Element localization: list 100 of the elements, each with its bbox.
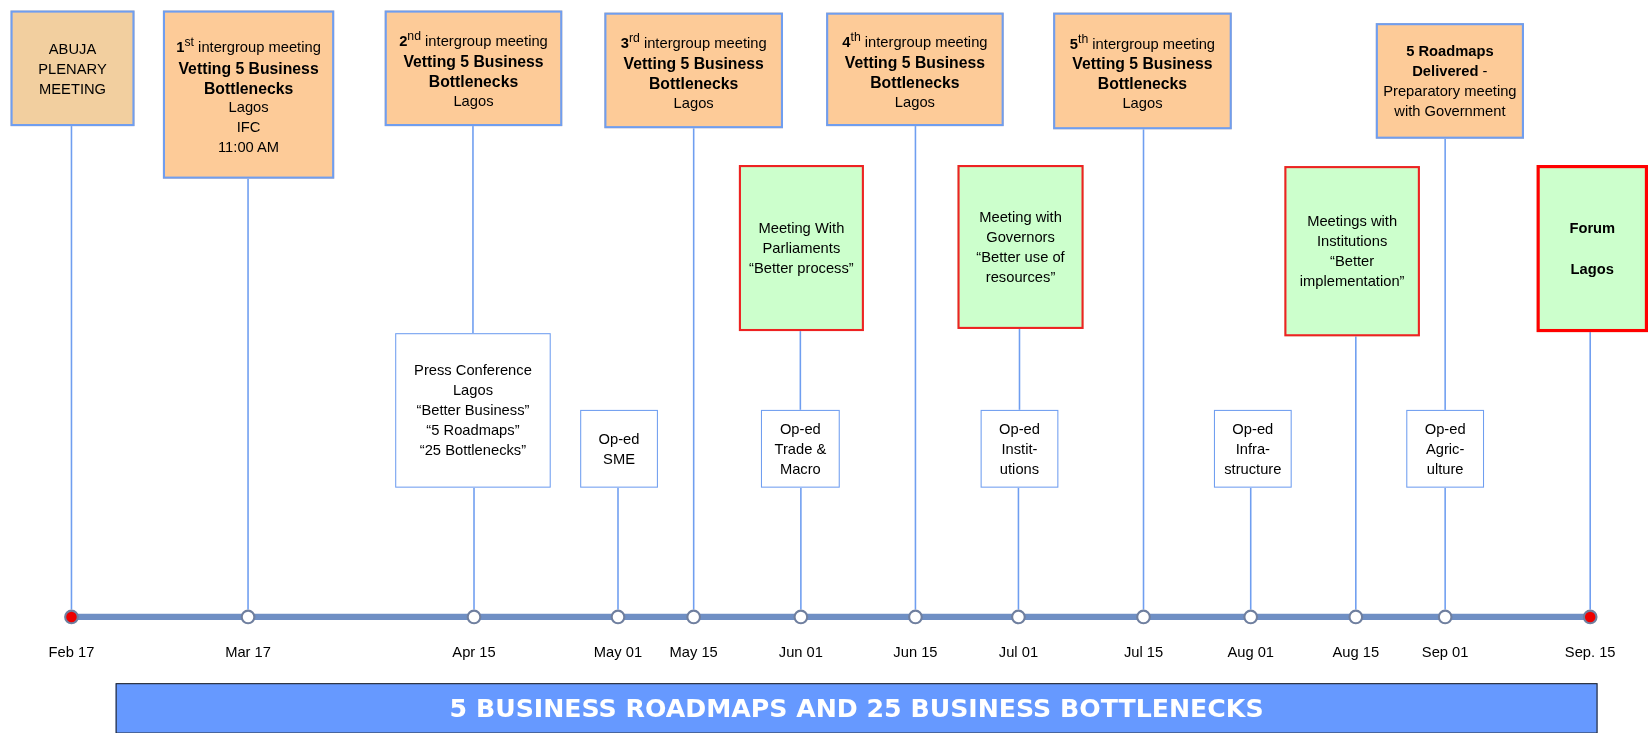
box-heading: 3$^{rd}$ intergroup meeting	[620, 29, 767, 54]
timeline-marker	[793, 609, 809, 625]
title-banner	[115, 683, 1598, 733]
timeline-marker	[1437, 609, 1453, 625]
box-heading: Meetings with Institutions	[1306, 211, 1399, 252]
connector-line	[1017, 486, 1020, 611]
box-text: Lagos	[673, 93, 714, 114]
date-label: May 15	[669, 643, 718, 661]
box-text: 11:00 AM	[218, 137, 280, 158]
box-text: IFC	[236, 117, 261, 138]
connector-line	[1355, 335, 1357, 611]
box-text: Lagos	[228, 97, 269, 118]
date-label: Sep. 15	[1564, 643, 1616, 661]
box-text: Vetting 5 Business Bottlenecks	[843, 52, 986, 93]
box-text: ABUJA PLENARY MEETING	[37, 38, 108, 99]
connector-line	[70, 125, 73, 611]
meeting-box	[1284, 166, 1420, 337]
connector-line	[692, 127, 695, 611]
event-box	[826, 12, 1004, 127]
box-text: Trade & Macro	[773, 438, 828, 479]
box-heading: 4$^{th}$ intergroup meeting	[842, 28, 988, 53]
forum-box	[1536, 165, 1648, 333]
timeline-marker	[610, 609, 626, 625]
date-label: May 01	[593, 643, 643, 661]
connector-line	[617, 486, 619, 611]
timeline-marker	[1136, 609, 1151, 625]
event-box	[1053, 12, 1232, 130]
connector-line	[800, 486, 802, 611]
box-text: Vetting 5 Business Bottlenecks	[622, 53, 765, 94]
date-label: Jul 15	[1123, 643, 1164, 661]
box-heading: 5$^{th}$ intergroup meeting	[1069, 30, 1216, 54]
connector-line	[472, 125, 474, 334]
box-text: “Better implementation”	[1298, 251, 1406, 292]
box-heading: Meeting with Governors	[978, 207, 1063, 247]
connector-line	[1444, 137, 1446, 411]
meeting-box	[957, 165, 1084, 329]
box-text: Lagos	[453, 91, 494, 112]
box-heading: Op-ed	[779, 418, 821, 439]
connector-line	[473, 486, 475, 611]
event-box	[384, 10, 563, 127]
media-box	[1213, 409, 1292, 488]
connector-line	[247, 177, 249, 611]
date-label: Feb 17	[48, 643, 95, 661]
media-box	[980, 409, 1059, 488]
timeline-marker	[1011, 609, 1026, 625]
box-text: Lagos	[452, 380, 493, 401]
connector-line	[914, 125, 917, 611]
meeting-box	[738, 165, 864, 332]
box-text: “Better Business”	[416, 400, 530, 421]
box-heading: 1$^{st}$ intergroup meeting	[176, 33, 321, 58]
connector-line	[1589, 331, 1591, 611]
event-box	[604, 12, 783, 129]
media-box	[1406, 409, 1485, 488]
date-label: Jun 01	[778, 643, 823, 661]
box-heading: Op-ed	[598, 428, 640, 449]
date-label: Sep 01	[1421, 643, 1469, 661]
event-box	[162, 10, 335, 179]
box-heading: Op-ed	[999, 418, 1040, 439]
timeline-marker	[64, 609, 79, 625]
box-text: Infra-structure	[1223, 438, 1283, 479]
box-text: SME	[603, 448, 635, 469]
box-text: Vetting 5 Business Bottlenecks	[1071, 54, 1214, 94]
date-label: Mar 17	[225, 643, 271, 661]
media-box	[580, 409, 658, 488]
box-heading: Press Conference	[414, 360, 532, 381]
date-label: Apr 15	[452, 643, 496, 661]
box-text: “25 Bottlenecks”	[419, 440, 527, 461]
date-label: Jul 01	[998, 643, 1039, 661]
box-text: Lagos	[1122, 93, 1163, 114]
box-text: 5 BUSINESS ROADMAPS AND 25 BUSINESS BOTTLENECKS	[449, 698, 1264, 719]
connector-line	[1249, 486, 1252, 611]
date-label: Jun 15	[893, 643, 938, 661]
box-heading: Op-ed	[1424, 418, 1466, 439]
box-heading: Meeting With Parliaments	[757, 218, 846, 258]
timeline-marker	[466, 609, 482, 625]
timeline-marker	[1348, 609, 1364, 625]
date-label: Aug 15	[1332, 643, 1380, 661]
box-text: Lagos	[1570, 259, 1614, 279]
connector-line	[1142, 128, 1145, 611]
box-text: Instit-utions	[998, 438, 1041, 479]
box-text: Lagos	[894, 92, 935, 113]
event-box	[10, 10, 135, 127]
box-text: Agric-ulture	[1424, 438, 1466, 479]
box-text: “Better use of resources”	[975, 247, 1066, 287]
media-box	[395, 333, 551, 488]
timeline-marker	[908, 609, 923, 625]
timeline-marker	[1582, 609, 1598, 625]
box-heading: Op-ed	[1232, 418, 1274, 439]
media-box	[760, 409, 840, 488]
box-text: 5 Roadmaps Delivered - Preparatory meeting with Government	[1382, 41, 1518, 121]
box-heading: Forum	[1569, 218, 1616, 238]
box-text: “Better process”	[749, 258, 854, 278]
connector-line	[1018, 328, 1021, 411]
event-box	[1375, 23, 1524, 139]
box-text: Vetting 5 Business Bottlenecks	[177, 57, 320, 98]
box-text: Vetting 5 Business Bottlenecks	[402, 51, 545, 92]
connector-line	[1444, 486, 1446, 611]
date-label: Aug 01	[1227, 643, 1275, 661]
box-heading: 2$^{nd}$ intergroup meeting	[399, 27, 548, 52]
timeline-marker	[1243, 609, 1259, 625]
